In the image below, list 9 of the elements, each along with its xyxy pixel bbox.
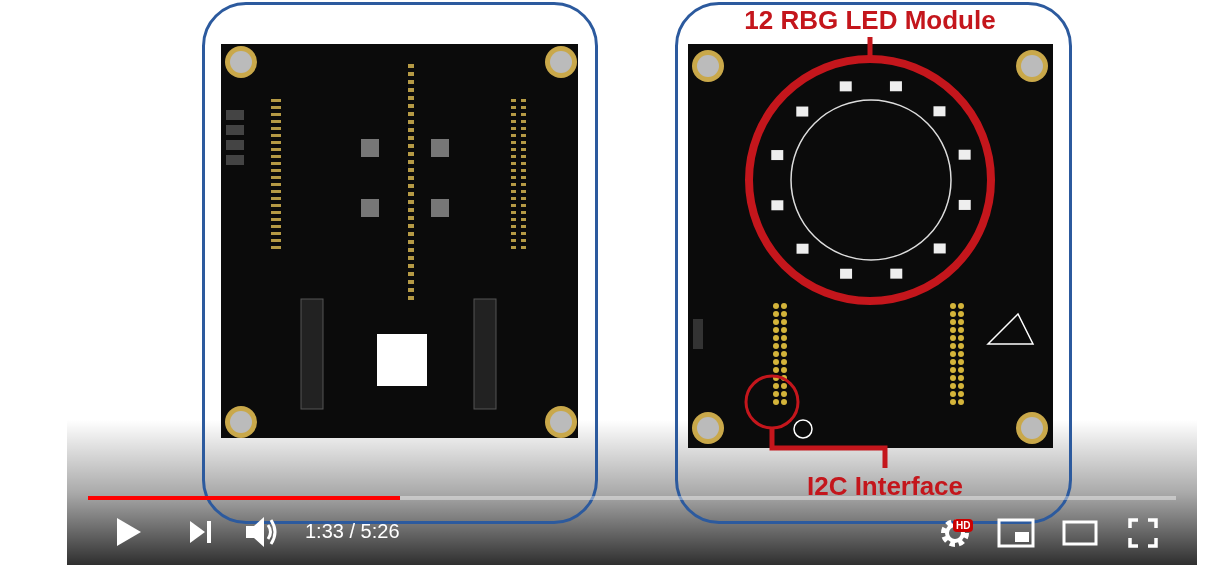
rounded-frame bbox=[202, 2, 598, 524]
callout-label: I2C Interface bbox=[806, 473, 964, 499]
highlight-circle bbox=[745, 55, 995, 305]
highlight-circle bbox=[742, 372, 802, 432]
time-display: 1:33 / 5:26 bbox=[305, 521, 400, 541]
leader-line bbox=[867, 37, 873, 59]
leader-line bbox=[769, 428, 888, 468]
callout-label: 12 RBG LED Module bbox=[744, 7, 996, 33]
hd-badge: HD bbox=[953, 519, 974, 532]
